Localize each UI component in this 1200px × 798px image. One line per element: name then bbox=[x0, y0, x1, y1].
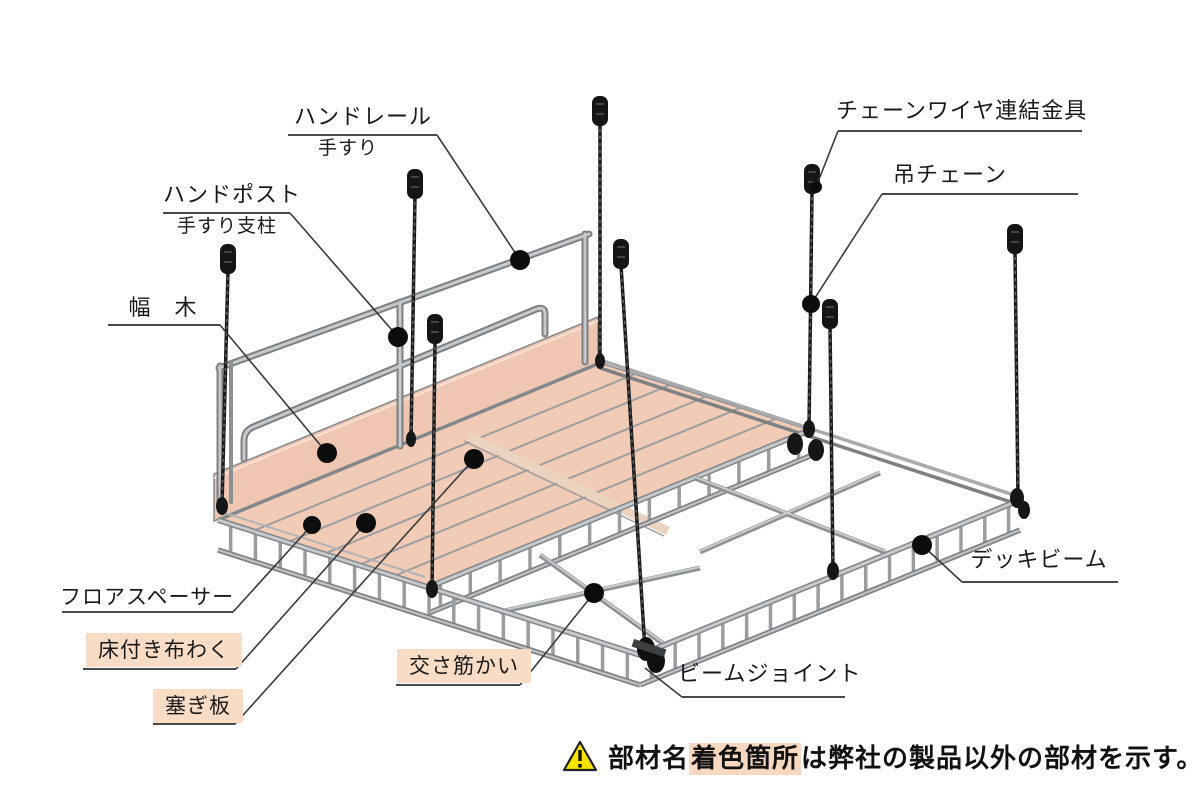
chain-anchor-clamps bbox=[216, 353, 1030, 598]
label-hanging-chain: 吊チェーン bbox=[893, 163, 1007, 188]
label-beam-joint: ビームジョイント bbox=[678, 662, 862, 687]
label-floor-panel: 床付き布わく bbox=[86, 633, 242, 668]
footnote-prefix: 部材名 bbox=[608, 744, 690, 774]
warning-icon bbox=[562, 740, 598, 772]
label-underlines bbox=[62, 130, 1118, 725]
label-closing-plate: 塞ぎ板 bbox=[153, 689, 243, 724]
beam-joint-shape bbox=[631, 637, 667, 673]
chain bbox=[407, 169, 423, 441]
hanging-chains bbox=[220, 96, 1023, 651]
chain bbox=[592, 96, 608, 362]
chain bbox=[427, 314, 443, 591]
chain bbox=[613, 239, 647, 651]
leader-lines bbox=[219, 130, 963, 725]
label-toe-board: 幅 木 bbox=[128, 296, 198, 321]
label-floor-spacer: フロアスペーサー bbox=[60, 585, 235, 609]
chain bbox=[1007, 224, 1023, 498]
chain bbox=[822, 299, 838, 573]
footnote: 部材名着色箇所は弊社の製品以外の部材を示す。 bbox=[562, 738, 1200, 775]
label-hand-rail: ハンドレール bbox=[293, 105, 432, 130]
leader-dots bbox=[303, 181, 932, 603]
label-deck-beam: デッキビーム bbox=[970, 548, 1108, 573]
footnote-suffix: は弊社の製品以外の部材を示す。 bbox=[801, 744, 1200, 774]
label-hand-post-sub: 手すり支柱 bbox=[176, 215, 277, 237]
front-right-deck-beam-truss bbox=[638, 497, 1022, 688]
footnote-highlight: 着色箇所 bbox=[689, 743, 802, 775]
label-hand-post: ハンドポスト bbox=[163, 183, 302, 208]
label-hand-rail-sub: 手すり bbox=[317, 137, 378, 159]
chain bbox=[220, 244, 236, 506]
label-cross-brace: 交さ筋かい bbox=[397, 649, 531, 684]
middle-deck-beam-truss bbox=[427, 427, 812, 616]
footnote-text: 部材名着色箇所は弊社の製品以外の部材を示す。 bbox=[608, 738, 1200, 775]
label-chain-wire-fitting: チェーンワイヤ連結金具 bbox=[836, 99, 1088, 124]
